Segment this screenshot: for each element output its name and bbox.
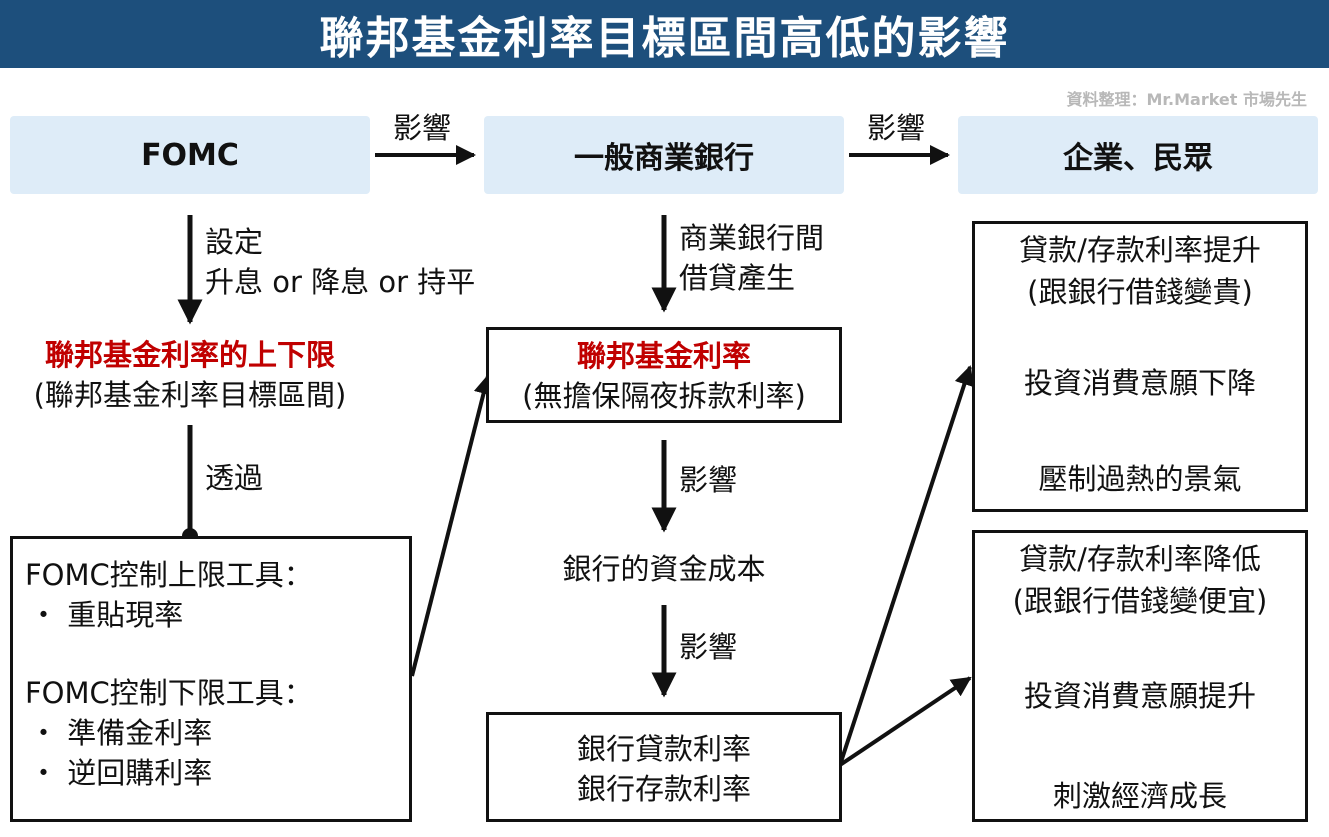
rise-step2: 壓制過熱的景氣 — [1038, 462, 1242, 496]
rise-line2: (跟銀行借錢變貴) — [1027, 275, 1253, 309]
title-bar: 聯邦基金利率目標區間高低的影響 — [0, 0, 1329, 68]
header-banks: 一般商業銀行 — [484, 116, 844, 194]
arrow-to-fall — [838, 676, 972, 767]
bank-loan-rate: 銀行貸款利率 — [576, 732, 751, 766]
fall-line1: 貸款/存款利率降低 — [1019, 542, 1261, 576]
upper-tool-item: ・ 重貼現率 — [29, 598, 184, 632]
rate-fall-box: 貸款/存款利率降低 (跟銀行借錢變便宜) 投資消費意願提升 刺激經濟成長 — [972, 530, 1308, 822]
fed-rate-subtitle: (無擔保隔夜拆款利率) — [522, 379, 806, 413]
source-note: 資料整理：Mr.Market 市場先生 — [1066, 90, 1307, 109]
fed-rate-box: 聯邦基金利率 (無擔保隔夜拆款利率) — [486, 327, 842, 423]
label-affect-mid-1: 影響 — [679, 463, 738, 497]
funding-cost: 銀行的資金成本 — [562, 552, 766, 586]
label-set-options: 升息 or 降息 or 持平 — [205, 265, 476, 299]
fed-range-title: 聯邦基金利率的上下限 — [44, 338, 335, 372]
rise-step1: 投資消費意願下降 — [1023, 366, 1256, 400]
fed-range-box: 聯邦基金利率的上下限 (聯邦基金利率目標區間) — [0, 335, 380, 415]
label-through: 透過 — [205, 461, 264, 495]
bank-deposit-rate: 銀行存款利率 — [576, 772, 751, 806]
lower-tools-title: FOMC控制下限工具： — [25, 676, 313, 710]
rate-rise-box: 貸款/存款利率提升 (跟銀行借錢變貴) 投資消費意願下降 壓制過熱的景氣 — [972, 221, 1308, 512]
arrow-tools-to-fedrate — [410, 374, 494, 677]
fall-line2: (跟銀行借錢變便宜) — [1012, 584, 1268, 618]
fall-step1: 投資消費意願提升 — [1023, 679, 1256, 713]
lower-tool-item: ・ 準備金利率 — [29, 716, 213, 750]
label-affect-mid-2: 影響 — [679, 630, 738, 664]
page-title: 聯邦基金利率目標區間高低的影響 — [319, 13, 1010, 64]
bank-rates-box: 銀行貸款利率 銀行存款利率 — [486, 712, 842, 822]
lower-tool-item: ・ 逆回購利率 — [29, 756, 213, 790]
label-affect-top-left: 影響 — [393, 111, 452, 145]
label-affect-top-right: 影響 — [867, 111, 926, 145]
tools-box: FOMC控制上限工具： ・ 重貼現率 FOMC控制下限工具： ・ 準備金利率 ・… — [10, 536, 412, 822]
label-interbank-1: 商業銀行間 — [679, 221, 825, 255]
upper-tools-title: FOMC控制上限工具： — [25, 558, 313, 592]
arrow-to-rise — [838, 365, 974, 766]
header-fomc: FOMC — [10, 116, 370, 194]
fed-rate-title: 聯邦基金利率 — [576, 339, 751, 373]
fall-step2: 刺激經濟成長 — [1052, 779, 1227, 813]
fed-range-subtitle: (聯邦基金利率目標區間) — [33, 378, 347, 412]
label-set: 設定 — [205, 225, 264, 259]
label-interbank-2: 借貸產生 — [679, 261, 796, 295]
header-public: 企業、民眾 — [958, 116, 1318, 194]
rise-line1: 貸款/存款利率提升 — [1019, 233, 1261, 267]
